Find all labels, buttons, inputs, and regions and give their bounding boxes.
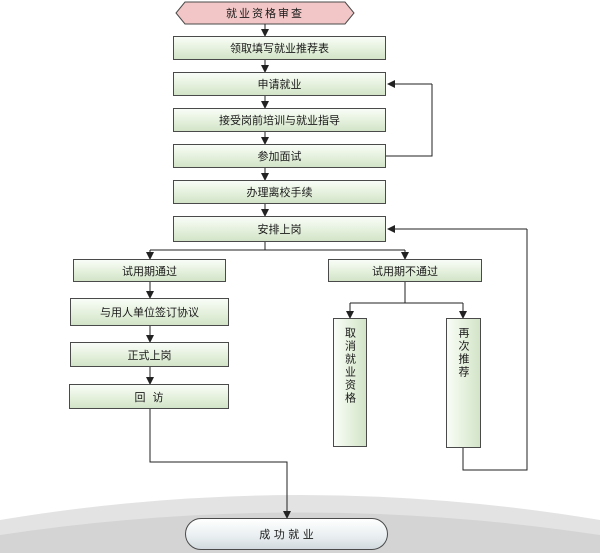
probation-pass-label: 试用期通过 (122, 264, 177, 278)
follow-up-visit: 回 访 (69, 384, 229, 409)
step-leave-school: 办理离校手续 (173, 180, 386, 204)
step-interview: 参加面试 (173, 144, 386, 168)
sign-agreement-label: 与用人单位签订协议 (100, 306, 199, 319)
recommend-again-label: 再次推荐 (457, 327, 470, 379)
cancel-qualification: 取消就业资格 (333, 318, 367, 447)
step-apply-job-label: 申请就业 (257, 78, 302, 91)
step-leave-school-label: 办理离校手续 (246, 186, 313, 199)
end-label: 成 功 就 业 (259, 528, 314, 541)
cancel-qualification-label: 取消就业资格 (343, 327, 357, 405)
step-training: 接受岗前培训与就业指导 (173, 108, 386, 132)
start-node: 就业资格审查 (176, 2, 354, 24)
step-get-form-label: 领取填写就业推荐表 (230, 42, 329, 55)
step-get-form: 领取填写就业推荐表 (173, 36, 386, 60)
end-node: 成 功 就 业 (185, 518, 388, 550)
step-interview-label: 参加面试 (257, 150, 302, 163)
start-shape (175, 1, 355, 25)
probation-fail: 试用期不通过 (328, 259, 482, 282)
start-label: 就业资格审查 (226, 7, 304, 20)
probation-fail-label: 试用期不通过 (372, 264, 438, 278)
step-arrange-post: 安排上岗 (173, 216, 386, 242)
formal-employment-label: 正式上岗 (127, 348, 172, 362)
step-apply-job: 申请就业 (173, 72, 386, 96)
recommend-again: 再次推荐 (446, 318, 481, 448)
probation-pass: 试用期通过 (73, 259, 226, 282)
step-arrange-post-label: 安排上岗 (257, 223, 302, 236)
formal-employment: 正式上岗 (70, 342, 229, 367)
step-training-label: 接受岗前培训与就业指导 (219, 114, 340, 127)
sign-agreement: 与用人单位签订协议 (70, 298, 229, 326)
follow-up-visit-label: 回 访 (134, 390, 164, 404)
